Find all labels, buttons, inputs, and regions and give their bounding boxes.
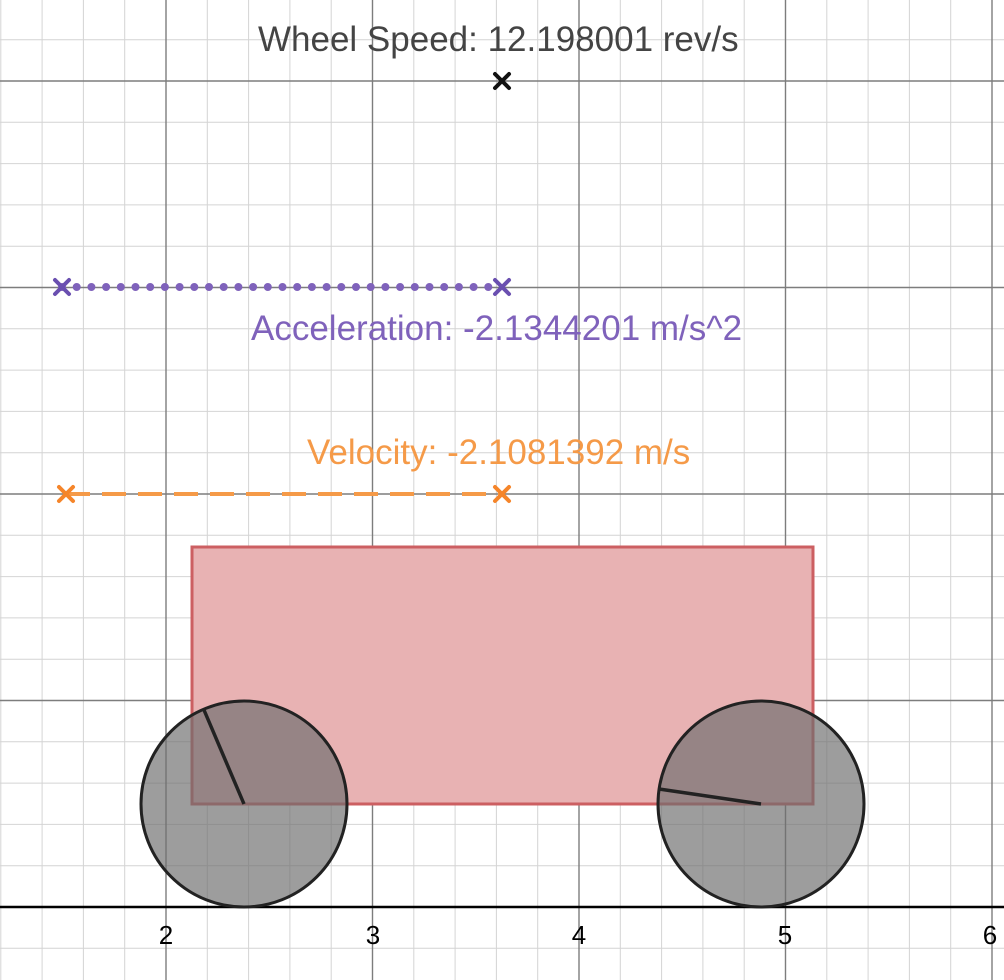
x-tick-label: 6: [982, 920, 998, 950]
front-wheel[interactable]: [656, 699, 866, 909]
x-tick-label: 5: [777, 920, 793, 950]
velocity-label: Velocity: -2.1081392 m/s: [307, 433, 691, 472]
cross-marker-icon[interactable]: [493, 485, 511, 503]
x-tick-label: 4: [571, 920, 587, 950]
acceleration-label: Acceleration: -2.1344201 m/s^2: [251, 309, 743, 348]
x-tick-label: 2: [158, 920, 174, 950]
rear-wheel[interactable]: [139, 699, 349, 909]
front-wheel-spoke: [658, 787, 762, 806]
wheel-speed-label: Wheel Speed: 12.198001 rev/s: [258, 20, 739, 59]
cross-marker-icon[interactable]: [493, 72, 511, 90]
x-tick-label: 3: [365, 920, 381, 950]
cross-marker-icon[interactable]: [53, 278, 71, 296]
cross-marker-icon[interactable]: [57, 485, 75, 503]
cross-marker-icon[interactable]: [493, 278, 511, 296]
rear-wheel-spoke: [202, 709, 246, 805]
